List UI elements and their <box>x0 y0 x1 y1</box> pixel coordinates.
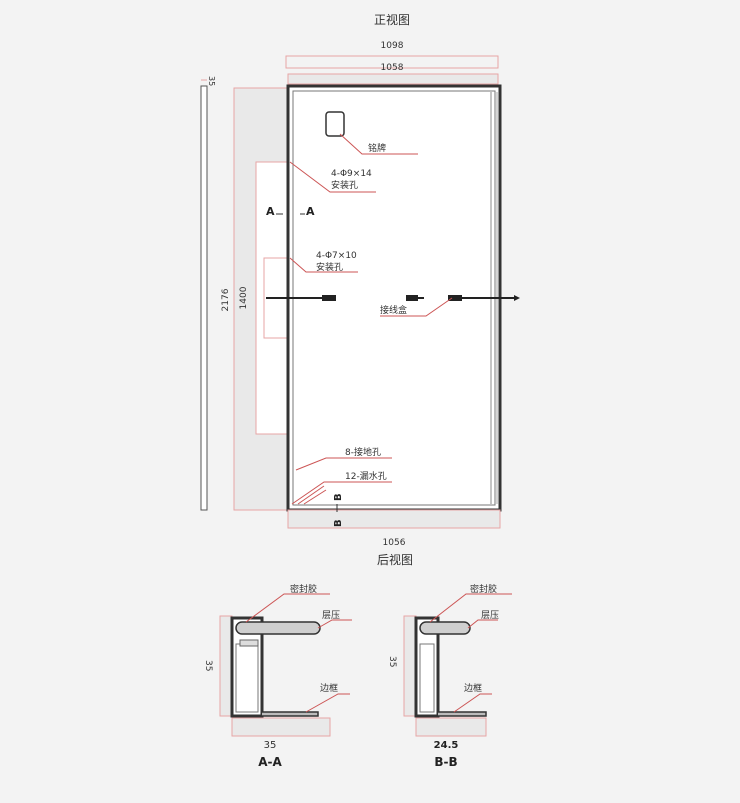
nameplate-icon <box>325 111 345 137</box>
dim-overall-width: 1098 <box>381 41 404 51</box>
dim-height: 2176 <box>221 288 231 311</box>
connector-right-icon <box>448 295 462 301</box>
section-aa: 35 密封胶 层压 边框 35 A-A <box>203 583 352 769</box>
junction-box-leader <box>380 297 453 317</box>
section-aa-sealant-leader <box>245 593 330 623</box>
section-bb-frame-leader <box>453 693 492 713</box>
side-profile <box>200 85 208 511</box>
drain-hole-leader-3 <box>303 489 327 505</box>
section-aa-height-band <box>219 615 233 717</box>
section-bb-laminate <box>419 621 471 635</box>
section-aa-laminate-label: 层压 <box>322 610 340 621</box>
section-aa-laminate <box>235 621 321 635</box>
cable-right-arrow-icon <box>514 295 520 301</box>
dim-bottom-width: 1056 <box>383 538 406 548</box>
section-bb-height-band <box>403 615 417 717</box>
mount-hole-small-label: 4-Φ7×10 <box>316 251 357 261</box>
section-bb-flange <box>438 711 487 717</box>
mount-hole-large-name: 安装孔 <box>331 179 358 191</box>
section-aa-frame-label: 边框 <box>320 682 338 694</box>
mount-hole-large-leader <box>289 161 376 193</box>
ground-hole-label: 8-接地孔 <box>345 446 381 458</box>
drain-hole-label: 12-漏水孔 <box>345 470 387 482</box>
section-bb: 35 密封胶 层压 边框 24.5 B-B <box>387 583 512 769</box>
junction-box-label: 接线盒 <box>380 304 407 316</box>
section-aa-rib <box>239 639 259 647</box>
section-b-mark-top: B <box>333 493 344 501</box>
section-aa-sealant-label: 密封胶 <box>290 583 317 595</box>
section-aa-height: 35 <box>203 660 213 671</box>
dim-overall-width-box <box>285 55 499 69</box>
section-b-mark-bottom: B <box>333 519 344 527</box>
connector-left-icon <box>322 295 336 301</box>
mount-hole-small-name: 安装孔 <box>316 261 343 273</box>
section-bb-sealant-leader <box>429 593 512 623</box>
section-a-mark-left: A <box>266 205 275 218</box>
back-view-title: 后视图 <box>377 552 413 567</box>
front-view-title: 正视图 <box>374 12 410 27</box>
section-bb-frame-inner <box>419 643 435 713</box>
nameplate-label: 铭牌 <box>368 142 386 154</box>
section-bb-width-band <box>415 717 487 737</box>
section-aa-frame-leader <box>305 693 350 713</box>
dim-hole-spacing: 1400 <box>239 286 249 309</box>
side-thickness: 35 <box>207 76 216 86</box>
dim-frame-width: 1058 <box>381 63 404 73</box>
section-bb-height: 35 <box>387 656 397 667</box>
section-bb-width: 24.5 <box>434 740 459 751</box>
bottom-width-band <box>287 509 501 529</box>
section-bb-name: B-B <box>434 755 457 769</box>
section-bb-frame-label: 边框 <box>464 682 482 694</box>
section-bb-laminate-leader <box>467 619 498 629</box>
section-aa-laminate-leader <box>317 619 352 629</box>
section-bb-sealant-label: 密封胶 <box>470 583 497 595</box>
nameplate-leader <box>339 133 418 155</box>
drain-hole-leader <box>291 481 392 505</box>
section-aa-flange <box>262 711 319 717</box>
dim-frame-width-box <box>287 73 499 85</box>
mount-hole-small-leader <box>289 257 358 273</box>
section-aa-name: A-A <box>258 755 282 769</box>
drain-hole-leader-2 <box>297 485 325 505</box>
junction-box-icon <box>406 295 418 301</box>
section-aa-width: 35 <box>264 740 277 751</box>
ground-hole-leader <box>295 457 392 471</box>
section-bb-laminate-label: 层压 <box>481 610 499 621</box>
section-a-mark-right: A <box>306 205 315 218</box>
mount-hole-large-label: 4-Φ9×14 <box>331 169 372 179</box>
section-aa-width-band <box>231 717 331 737</box>
